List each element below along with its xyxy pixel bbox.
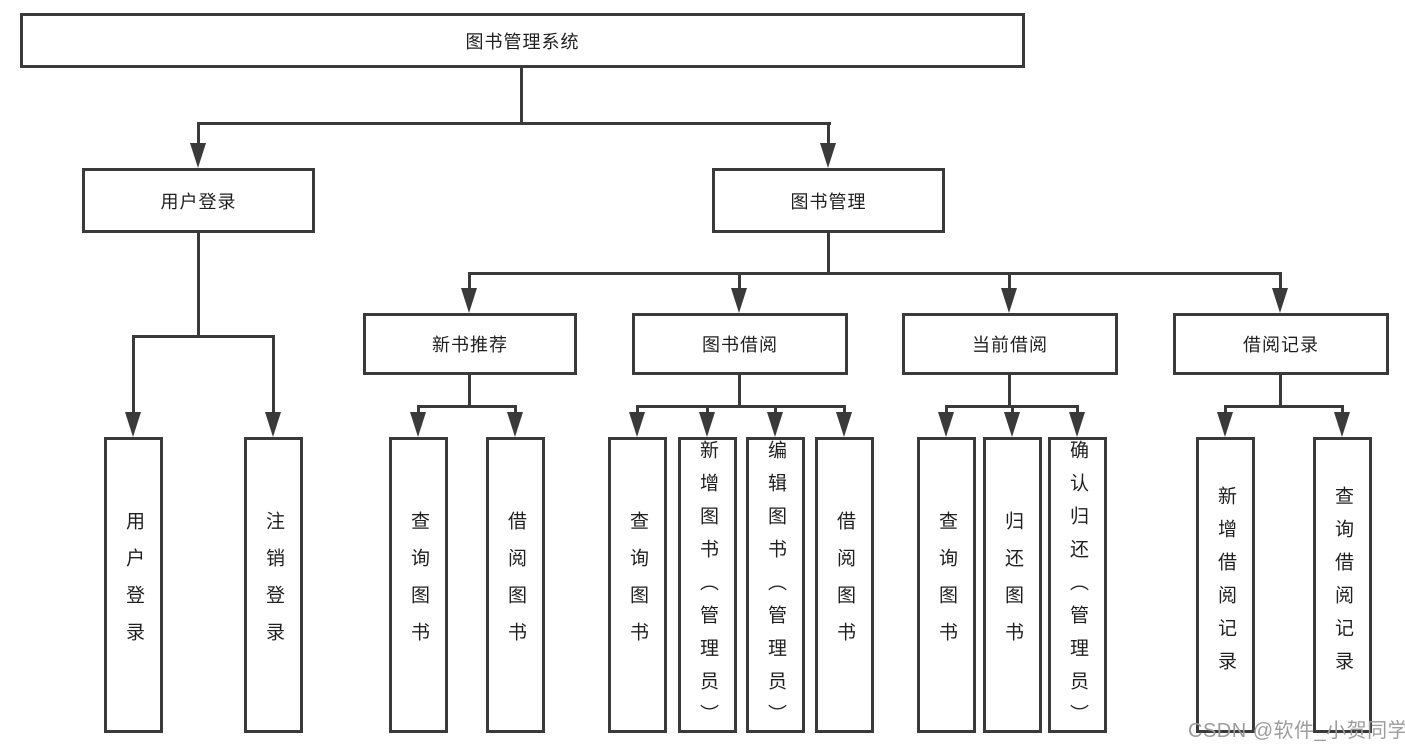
node-label: 图书管理系统 [465,31,580,52]
connector-line [417,405,420,415]
arrow-down-icon [507,412,523,437]
arrow-down-icon [629,412,645,437]
node-label: 查询图书 [408,511,429,659]
arrow-down-icon [125,412,141,437]
node-root-system: 图书管理系统 [20,13,1025,68]
node-label: 新增图书（管理员） [697,440,718,737]
node-book-borrow: 图书借阅 [632,313,848,375]
leaf-query-books-1: 查询图书 [389,437,448,733]
node-label: 确认归还（管理员） [1067,440,1088,737]
leaf-query-books-3: 查询图书 [917,437,976,733]
connector-line [636,405,846,408]
connector-line [132,335,135,415]
connector-line [197,122,831,125]
connector-line [827,122,830,146]
arrow-down-icon [410,412,426,437]
connector-line [197,233,200,337]
connector-line [1279,272,1282,290]
connector-line [1076,405,1079,415]
node-label: 图书管理 [790,191,867,212]
connector-line [1224,405,1344,408]
arrow-down-icon [265,412,281,437]
node-label: 借阅图书 [505,511,526,659]
arrow-down-icon [1069,412,1085,437]
node-label: 新书推荐 [432,335,508,355]
node-label: 图书借阅 [702,335,778,355]
connector-line [468,272,471,290]
node-label: 归还图书 [1002,511,1023,659]
leaf-logout: 注销登录 [244,437,303,733]
node-label: 新增借阅记录 [1215,486,1236,684]
connector-line [774,405,777,415]
arrow-down-icon [699,412,715,437]
arrow-down-icon [731,288,747,313]
connector-line [738,375,741,408]
connector-line [514,405,517,415]
leaf-borrow-books-1: 借阅图书 [486,437,545,733]
node-book-management: 图书管理 [712,168,945,233]
connector-line [636,405,639,415]
connector-line [520,67,523,124]
arrow-down-icon [767,412,783,437]
leaf-borrow-books-2: 借阅图书 [815,437,874,733]
leaf-confirm-return-admin: 确认归还（管理员） [1048,437,1107,737]
connector-line [706,405,709,415]
node-label: 查询图书 [936,511,957,659]
connector-line [827,233,830,275]
connector-line [1224,405,1227,415]
connector-line [468,375,471,408]
connector-line [1341,405,1344,415]
arrow-down-icon [1272,288,1288,313]
arrow-down-icon [1217,412,1233,437]
connector-line [468,272,1282,275]
node-label: 当前借阅 [972,335,1048,355]
node-label: 用户登录 [123,511,144,659]
connector-line [1008,375,1011,408]
arrow-down-icon [938,412,954,437]
arrow-down-icon [190,143,206,168]
connector-line [945,405,948,415]
arrow-down-icon [836,412,852,437]
node-label: 用户登录 [160,191,237,212]
leaf-query-books-2: 查询图书 [608,437,667,733]
arrow-down-icon [1004,412,1020,437]
leaf-edit-book-admin: 编辑图书（管理员） [746,437,805,737]
node-label: 查询图书 [627,511,648,659]
leaf-user-login: 用户登录 [104,437,163,733]
connector-line [132,335,275,338]
arrow-down-icon [1334,412,1350,437]
connector-line [738,272,741,290]
connector-line [1011,405,1014,415]
node-label: 查询借阅记录 [1332,486,1353,684]
connector-line [272,335,275,415]
arrow-down-icon [1001,288,1017,313]
connector-line [1279,375,1282,408]
node-user-login: 用户登录 [82,168,315,233]
csdn-watermark: CSDN @软件_小贺同学 [1188,720,1405,742]
node-current-borrow: 当前借阅 [902,313,1118,375]
connector-line [417,405,517,408]
connector-line [843,405,846,415]
leaf-query-borrow-record: 查询借阅记录 [1313,437,1372,733]
connector-line [197,122,200,146]
node-label: 借阅图书 [834,511,855,659]
node-label: 编辑图书（管理员） [765,440,786,737]
leaf-return-book: 归还图书 [983,437,1042,733]
leaf-add-book-admin: 新增图书（管理员） [678,437,737,737]
node-label: 借阅记录 [1243,335,1319,355]
leaf-add-borrow-record: 新增借阅记录 [1196,437,1255,733]
arrow-down-icon [461,288,477,313]
node-new-book-recommend: 新书推荐 [363,313,577,375]
node-borrow-records: 借阅记录 [1173,313,1389,375]
arrow-down-icon [820,143,836,168]
node-label: 注销登录 [263,511,284,659]
connector-line [1008,272,1011,290]
